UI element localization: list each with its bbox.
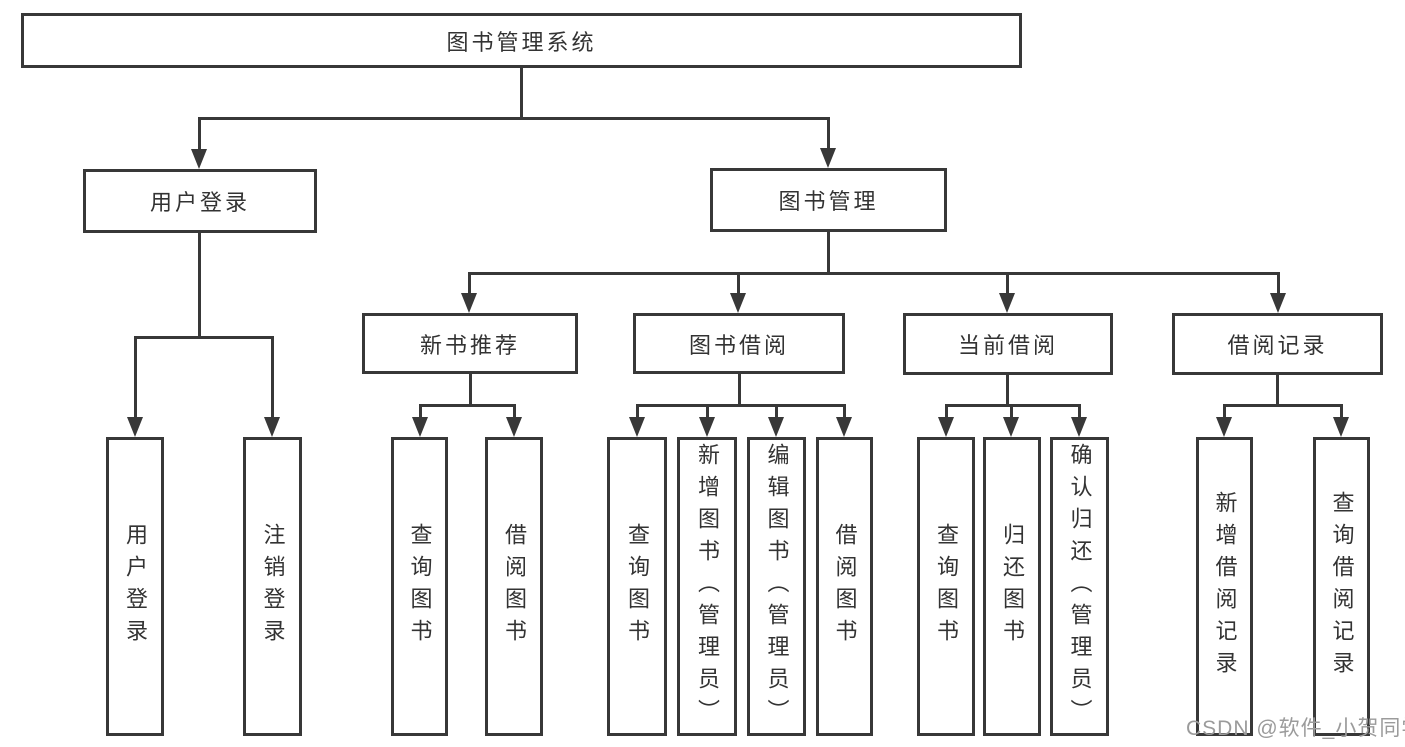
connector-to-cb-query	[945, 404, 948, 418]
node-ul-logout-label: 注销登录	[260, 522, 286, 651]
arrowhead-book-borrow-icon	[730, 293, 746, 313]
node-book-mgmt: 图书管理	[710, 168, 947, 232]
node-cb-confirm: 确认归还（管理员）	[1050, 437, 1109, 736]
connector-borrow-record-stem	[1276, 375, 1279, 407]
node-nbr-query: 查询图书	[391, 437, 448, 736]
node-nbr-borrow: 借阅图书	[485, 437, 543, 736]
arrowhead-cb-confirm-icon	[1071, 417, 1087, 437]
node-book-borrow: 图书借阅	[633, 313, 845, 374]
connector-to-new-book-rec	[468, 272, 471, 294]
connector-root-split	[198, 117, 830, 120]
arrowhead-nbr-borrow-icon	[506, 417, 522, 437]
connector-book-borrow-stem	[738, 374, 741, 407]
node-borrow-record-label: 借阅记录	[1227, 333, 1328, 358]
arrowhead-ul-logout-icon	[264, 417, 280, 437]
connector-to-bb-query	[636, 404, 639, 418]
csdn-watermark: CSDN @软件_小贺同学	[1186, 717, 1405, 740]
arrowhead-bb-query-icon	[629, 417, 645, 437]
connector-user-login-stem	[198, 233, 201, 339]
connector-to-nbr-borrow	[513, 404, 516, 418]
connector-to-nbr-query	[419, 404, 422, 418]
arrowhead-user-login-icon	[191, 149, 207, 169]
arrowhead-cb-return-icon	[1003, 417, 1019, 437]
node-current-borrow-label: 当前借阅	[957, 333, 1058, 358]
node-cb-return: 归还图书	[983, 437, 1041, 736]
node-root-label: 图书管理系统	[446, 29, 597, 55]
arrowhead-bb-edit-icon	[768, 417, 784, 437]
node-book-mgmt-label: 图书管理	[778, 189, 879, 214]
node-bb-add: 新增图书（管理员）	[677, 437, 737, 736]
connector-current-borrow-split	[945, 404, 1081, 407]
node-nbr-query-label: 查询图书	[407, 522, 433, 651]
node-user-login-label: 用户登录	[149, 190, 250, 215]
connector-to-borrow-record	[1277, 272, 1280, 294]
node-bb-borrow: 借阅图书	[816, 437, 873, 736]
arrowhead-book-mgmt-icon	[820, 148, 836, 168]
node-ul-login-label: 用户登录	[123, 522, 148, 651]
node-current-borrow: 当前借阅	[903, 313, 1113, 375]
connector-to-cb-confirm	[1078, 404, 1081, 418]
connector-root-stem	[520, 66, 523, 119]
connector-book-mgmt-stem	[827, 232, 830, 275]
node-bb-borrow-label: 借阅图书	[832, 522, 858, 651]
connector-current-borrow-stem	[1006, 375, 1009, 407]
node-ul-logout: 注销登录	[243, 437, 302, 736]
node-bb-query-label: 查询图书	[625, 522, 650, 651]
node-cb-query-label: 查询图书	[934, 522, 959, 651]
arrowhead-nbr-query-icon	[412, 417, 428, 437]
connector-new-book-rec-split	[419, 404, 516, 407]
node-user-login: 用户登录	[83, 169, 317, 233]
arrowhead-cb-query-icon	[938, 417, 954, 437]
node-bb-query: 查询图书	[607, 437, 667, 736]
node-cb-confirm-label: 确认归还（管理员）	[1067, 442, 1093, 731]
node-nbr-borrow-label: 借阅图书	[502, 522, 527, 651]
node-borrow-record: 借阅记录	[1172, 313, 1383, 375]
connector-book-mgmt-split	[468, 272, 1280, 275]
node-br-add: 新增借阅记录	[1196, 437, 1253, 736]
connector-to-book-mgmt	[827, 117, 830, 149]
connector-to-current-borrow	[1006, 272, 1009, 294]
node-bb-add-label: 新增图书（管理员）	[695, 442, 720, 731]
node-cb-return-label: 归还图书	[1000, 522, 1025, 651]
connector-to-user-login	[198, 117, 201, 150]
arrowhead-bb-borrow-icon	[836, 417, 852, 437]
node-new-book-rec: 新书推荐	[362, 313, 578, 374]
node-ul-login: 用户登录	[106, 437, 164, 736]
connector-new-book-rec-stem	[469, 374, 472, 407]
arrowhead-br-query-icon	[1333, 417, 1349, 437]
arrowhead-bb-add-icon	[699, 417, 715, 437]
connector-to-bb-add	[706, 404, 709, 418]
connector-user-login-split	[134, 336, 274, 339]
arrowhead-br-add-icon	[1216, 417, 1232, 437]
connector-to-ul-login	[134, 336, 137, 418]
node-root: 图书管理系统	[21, 13, 1022, 68]
arrowhead-borrow-record-icon	[1270, 293, 1286, 313]
connector-to-br-query	[1340, 404, 1343, 418]
connector-to-bb-borrow	[843, 404, 846, 418]
node-new-book-rec-label: 新书推荐	[419, 332, 520, 358]
connector-to-ul-logout	[271, 336, 274, 418]
node-br-query: 查询借阅记录	[1313, 437, 1370, 736]
node-bb-edit: 编辑图书（管理员）	[747, 437, 806, 736]
connector-to-bb-edit	[775, 404, 778, 418]
arrowhead-current-borrow-icon	[999, 293, 1015, 313]
connector-to-book-borrow	[737, 272, 740, 294]
node-book-borrow-label: 图书借阅	[688, 332, 789, 358]
connector-to-cb-return	[1010, 404, 1013, 418]
node-bb-edit-label: 编辑图书（管理员）	[764, 442, 790, 731]
node-br-add-label: 新增借阅记录	[1212, 490, 1238, 683]
connector-book-borrow-split	[636, 404, 846, 407]
connector-borrow-record-split	[1223, 404, 1343, 407]
arrowhead-new-book-rec-icon	[461, 293, 477, 313]
arrowhead-ul-login-icon	[127, 417, 143, 437]
node-cb-query: 查询图书	[917, 437, 975, 736]
connector-to-br-add	[1223, 404, 1226, 418]
node-br-query-label: 查询借阅记录	[1329, 490, 1355, 683]
